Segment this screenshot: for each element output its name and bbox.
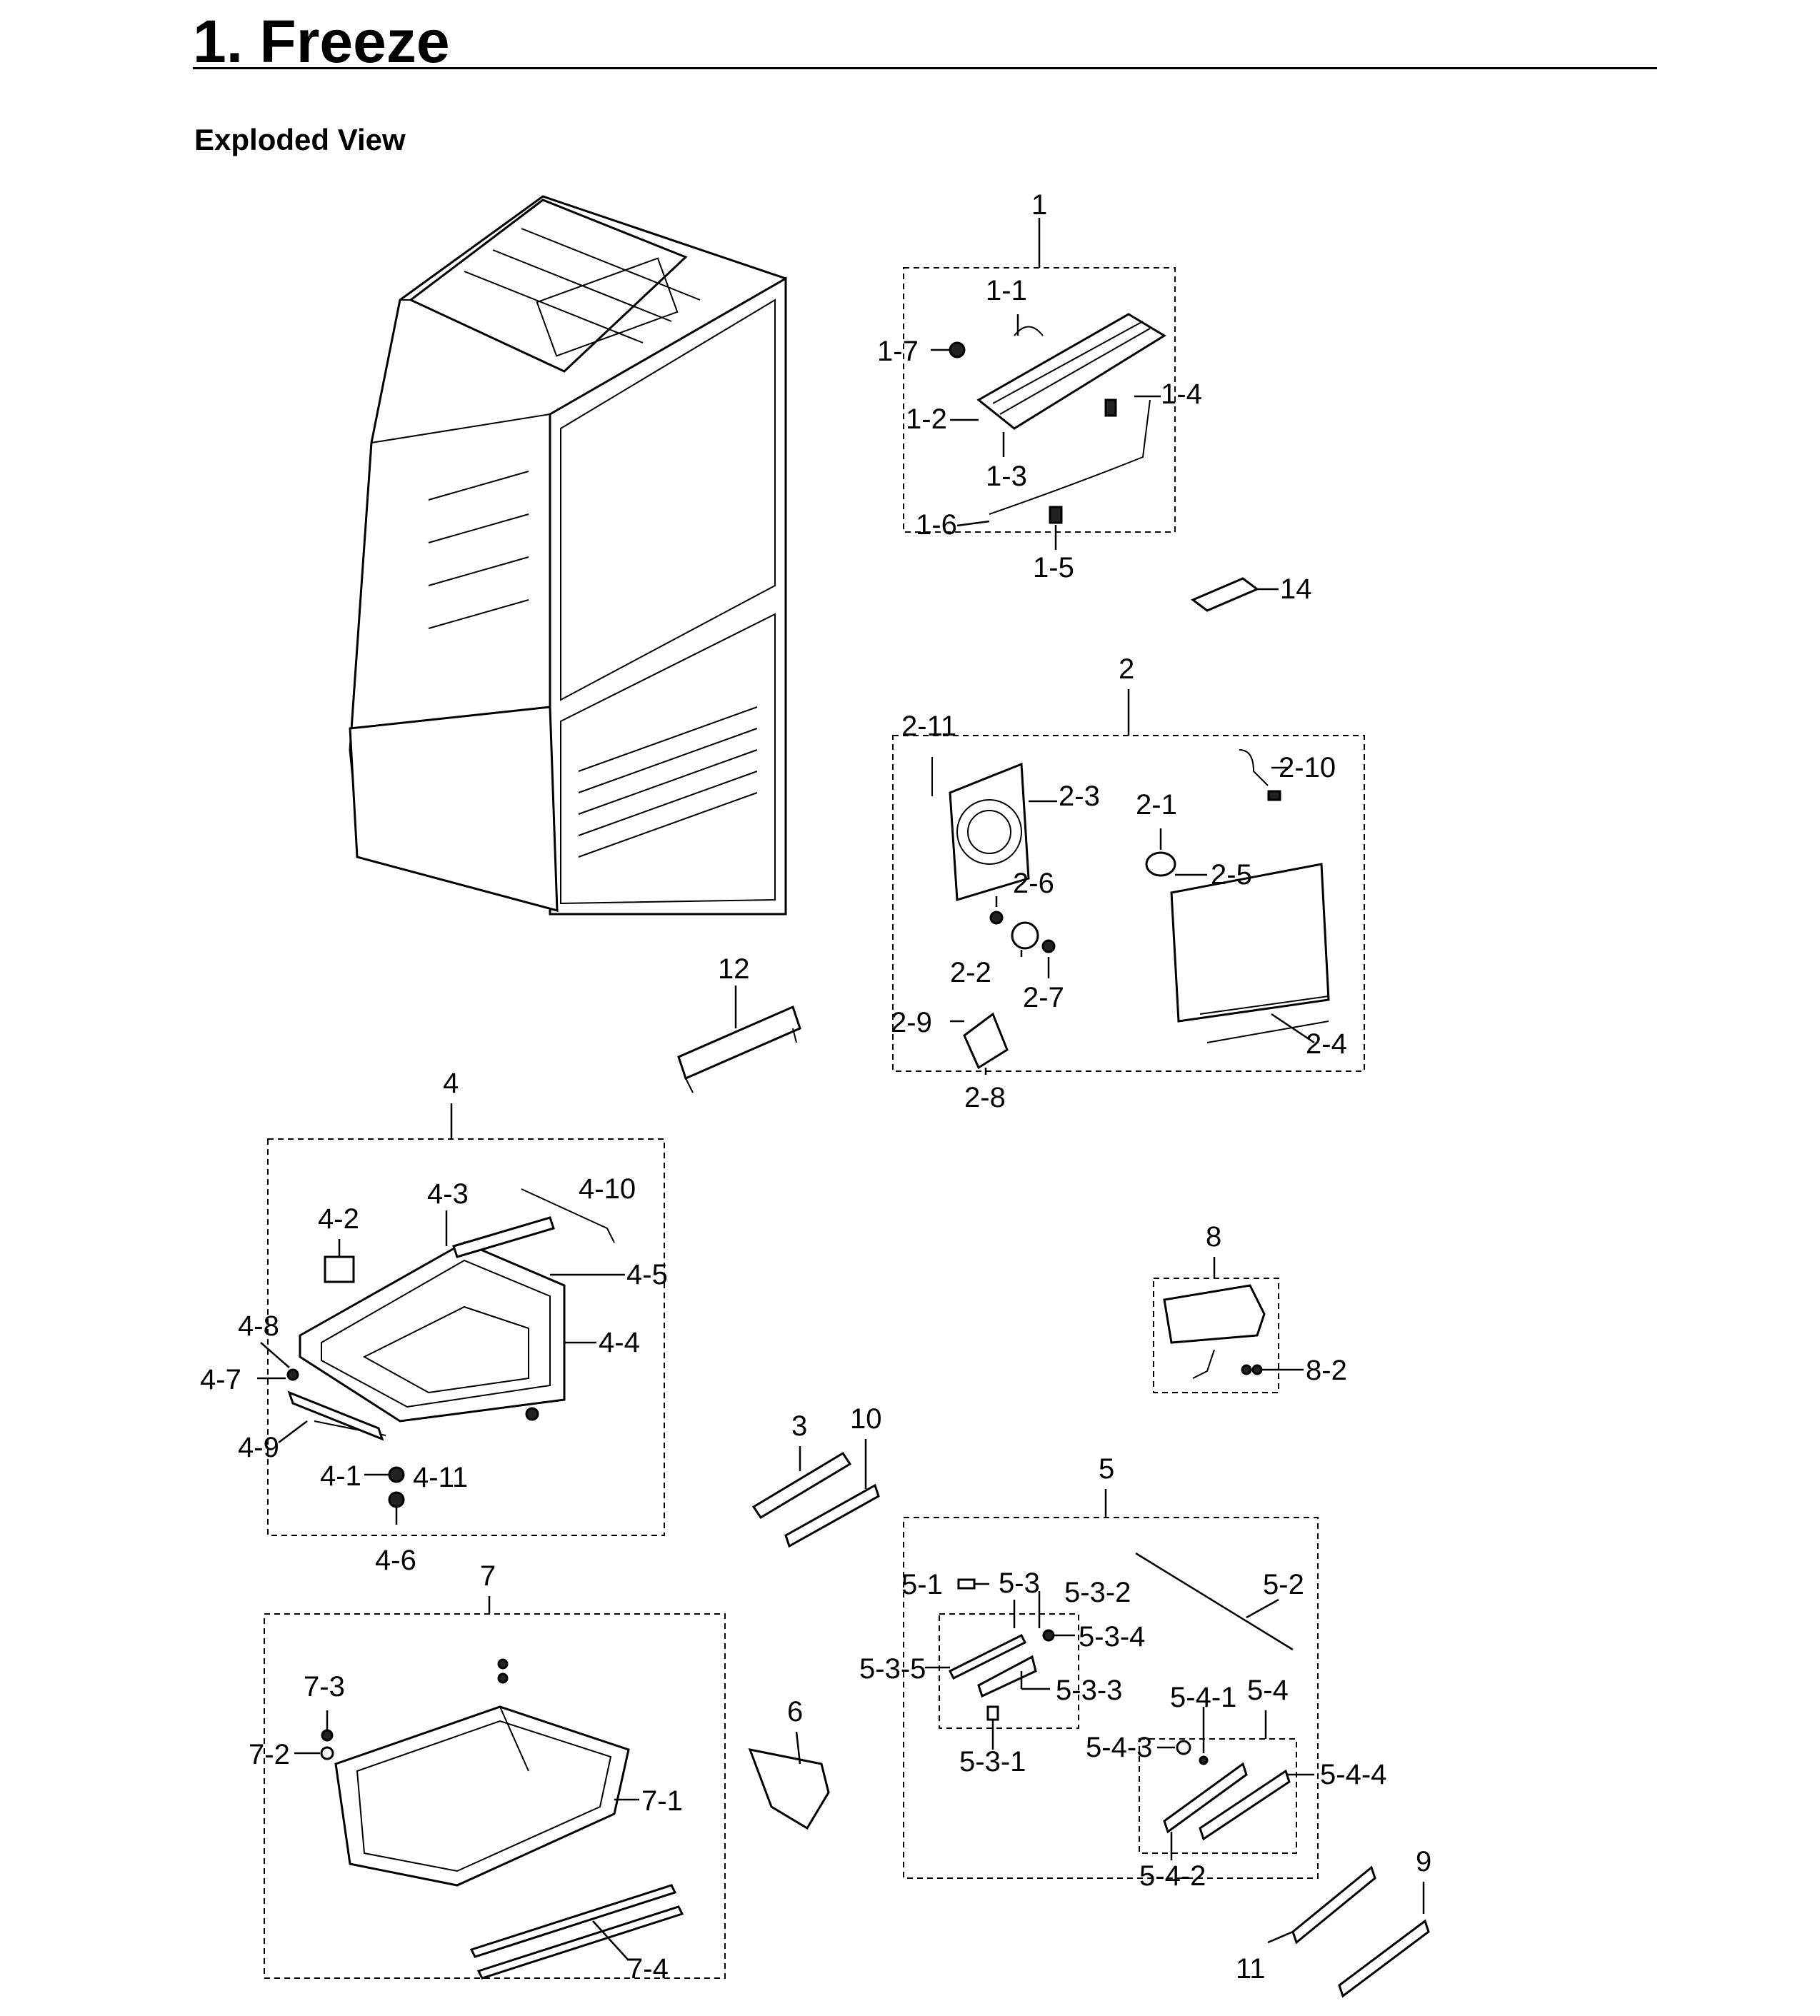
- group-7-basket-assembly: [264, 1596, 726, 1980]
- label-2: 2: [1119, 653, 1134, 685]
- label-2-10: 2-10: [1279, 752, 1336, 783]
- label-5-1: 5-1: [901, 1569, 943, 1600]
- label-2-8: 2-8: [964, 1082, 1006, 1113]
- label-12: 12: [718, 953, 750, 985]
- label-7-2: 7-2: [249, 1739, 290, 1770]
- label-11: 11: [1236, 1953, 1266, 1985]
- label-4: 4: [443, 1068, 459, 1099]
- freezer-cabinet: [349, 195, 787, 916]
- label-1-3: 1-3: [986, 461, 1027, 492]
- title-divider: [193, 67, 1657, 69]
- part-6: [748, 1731, 830, 1830]
- label-2-2: 2-2: [950, 957, 991, 988]
- label-7-1: 7-1: [641, 1785, 683, 1817]
- label-1-4: 1-4: [1161, 378, 1202, 410]
- part-12-handle: [677, 986, 801, 1093]
- page-title: 1. Freeze: [193, 8, 450, 75]
- label-4-5: 4-5: [626, 1259, 668, 1290]
- label-1-1: 1-1: [986, 275, 1027, 306]
- label-1-6: 1-6: [916, 509, 957, 541]
- label-5: 5: [1099, 1453, 1114, 1485]
- label-4-3: 4-3: [427, 1178, 469, 1210]
- label-2-7: 2-7: [1023, 982, 1064, 1013]
- parts-9-and-11-rails: [1267, 1865, 1430, 1998]
- group-1-evaporator-assembly: [903, 218, 1176, 550]
- label-7: 7: [480, 1560, 496, 1592]
- group-4-drawer-assembly: [257, 1103, 665, 1536]
- label-7-4: 7-4: [627, 1953, 669, 1985]
- part-14: [1191, 577, 1279, 612]
- label-5-3-1: 5-3-1: [959, 1746, 1026, 1777]
- label-5-3-5: 5-3-5: [859, 1653, 926, 1685]
- label-2-6: 2-6: [1013, 868, 1054, 899]
- label-5-3-2: 5-3-2: [1064, 1577, 1131, 1608]
- label-4-2: 4-2: [318, 1203, 359, 1235]
- group-8-assembly: [1153, 1257, 1304, 1393]
- label-4-10: 4-10: [579, 1173, 636, 1205]
- label-2-11: 2-11: [901, 711, 956, 742]
- label-7-3: 7-3: [304, 1671, 345, 1702]
- section-subtitle: Exploded View: [194, 123, 406, 156]
- label-2-5: 2-5: [1211, 859, 1252, 891]
- group-2-fan-assembly: [892, 689, 1365, 1075]
- label-6: 6: [787, 1696, 803, 1727]
- label-10: 10: [850, 1403, 882, 1435]
- label-2-4: 2-4: [1306, 1028, 1347, 1060]
- label-8: 8: [1206, 1221, 1221, 1253]
- label-5-4-1: 5-4-1: [1170, 1682, 1236, 1713]
- label-5-2: 5-2: [1263, 1569, 1304, 1600]
- label-4-11: 4-11: [413, 1462, 468, 1493]
- group-5-rail-assembly: [903, 1489, 1319, 1879]
- label-2-1: 2-1: [1136, 789, 1177, 821]
- label-4-6: 4-6: [375, 1545, 416, 1576]
- label-8-2: 8-2: [1306, 1355, 1347, 1386]
- label-2-9: 2-9: [891, 1007, 932, 1038]
- label-5-4-2: 5-4-2: [1139, 1860, 1206, 1892]
- label-4-8: 4-8: [238, 1310, 279, 1342]
- label-5-4-4: 5-4-4: [1320, 1759, 1386, 1790]
- label-4-1: 4-1: [320, 1460, 361, 1492]
- label-4-9: 4-9: [238, 1432, 279, 1463]
- label-1-5: 1-5: [1033, 552, 1074, 583]
- label-1-7: 1-7: [877, 336, 919, 367]
- label-5-4-3: 5-4-3: [1086, 1732, 1152, 1763]
- label-1-2: 1-2: [906, 403, 947, 435]
- label-14: 14: [1280, 573, 1312, 605]
- label-5-3-4: 5-3-4: [1079, 1621, 1145, 1653]
- label-4-7: 4-7: [200, 1364, 241, 1395]
- label-5-4: 5-4: [1247, 1675, 1289, 1706]
- label-5-3-3: 5-3-3: [1056, 1675, 1122, 1706]
- label-2-3: 2-3: [1059, 781, 1100, 812]
- label-9: 9: [1416, 1846, 1431, 1877]
- label-4-4: 4-4: [599, 1327, 640, 1358]
- label-1: 1: [1031, 189, 1047, 221]
- parts-3-and-10-rails: [751, 1439, 880, 1548]
- label-5-3: 5-3: [999, 1568, 1040, 1599]
- label-3: 3: [791, 1410, 807, 1442]
